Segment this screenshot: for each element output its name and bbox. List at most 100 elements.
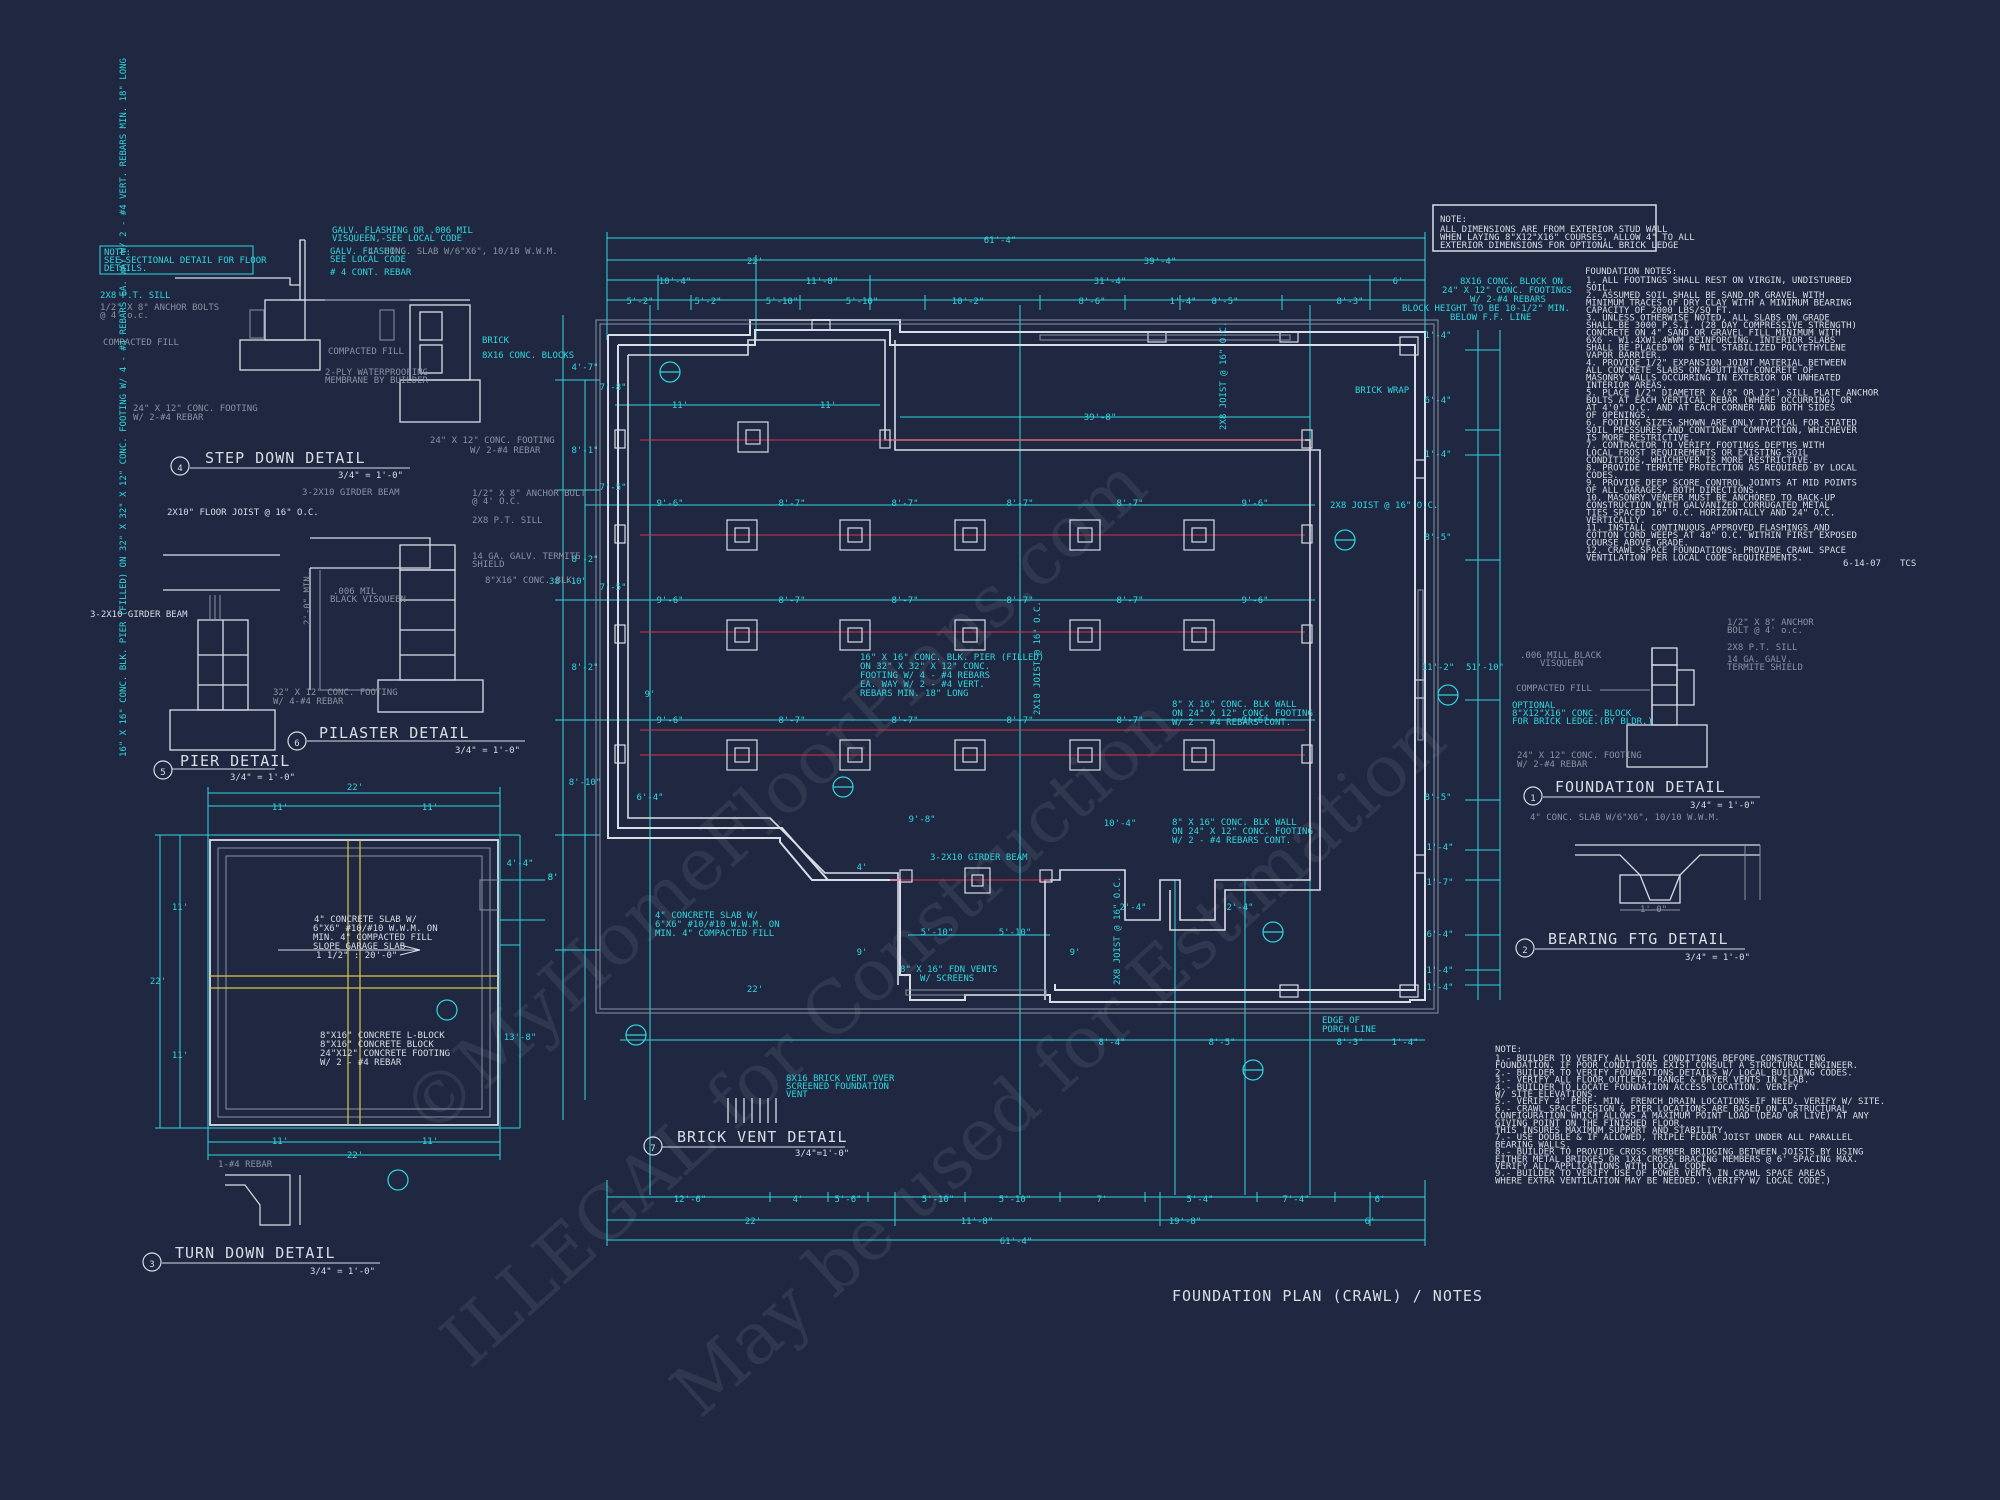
dim-top-4b: 5'-2" [694, 297, 721, 307]
pil-anchor-2: @ 4' O.C. [472, 497, 521, 507]
fd-fill: COMPACTED FILL [1516, 684, 1592, 694]
foundation-note-line: 9. PROVIDE DEEP SCORE CONTROL JOINTS AT … [1586, 479, 1857, 489]
td-num: 3 [149, 1260, 154, 1270]
bottom-note-line: VERIFY ALL APPLICATIONS WITH LOCAL CODE. [1495, 1162, 1712, 1172]
td-slab-2: 6"X6" #10/#10 W.W.M. ON [313, 924, 438, 934]
dim-inner-c: 39'-8" [1084, 413, 1117, 423]
dim-row-3: 8'-7" [891, 499, 918, 509]
sd-scale: 3/4" = 1'-0" [338, 471, 403, 481]
sd-galv2-2: SEE LOCAL CODE [330, 255, 406, 265]
dim-bot-9: 6' [1375, 1195, 1386, 1205]
dim-mid-14: 8'-3" [1336, 1038, 1363, 1048]
note-box-heading: NOTE: [1440, 215, 1467, 225]
fd-anchor-1: 1/2" X 8" ANCHOR [1727, 618, 1814, 628]
dim-mid-5: 2'-4" [1119, 903, 1146, 913]
dim-mid-3: 5'-10" [921, 928, 954, 938]
dim-row-5: 8'-7" [1116, 499, 1143, 509]
dim-left-4: 8'-2" [571, 663, 598, 673]
sd-water-2: MEMBRANE BY BUILDER [325, 376, 429, 386]
dim-bot-2a: 22' [745, 1217, 761, 1227]
dim-inner-b: 11' [820, 401, 836, 411]
block-note-1: 8X16 CONC. BLOCK ON [1460, 277, 1563, 287]
dim-row3-3: 8'-7" [891, 716, 918, 726]
dim-bot-3: 5'-6" [834, 1195, 861, 1205]
sd-title: STEP DOWN DETAIL [205, 449, 366, 467]
dim-right-2: 6'-4" [1424, 396, 1451, 406]
dim-linner-5: 6'-4" [636, 793, 663, 803]
dim-bot-2: 4' [793, 1195, 804, 1205]
td-block-4: W/ 2 - #4 REBAR [320, 1058, 402, 1068]
dim-top-4a: 5'-2" [626, 297, 653, 307]
dim-mid-15: 1'-4" [1391, 1038, 1418, 1048]
bf-slab: 4" CONC. SLAB W/6"X6", 10/10 W.W.M. [1530, 813, 1720, 823]
pil-termite-1: 14 GA. GALV. TERMITE [472, 552, 580, 562]
dim-top-3d: 6' [1393, 277, 1404, 287]
plan-annotations: 8X16 CONC. BLOCK ON 24" X 12" CONC. FOOT… [655, 277, 1572, 1035]
dim-mid-7: 8' [548, 873, 559, 883]
pier-note-2: ON 32" X 32" X 12" CONC. [860, 662, 990, 672]
step-down-detail: NOTE: SEE SECTIONAL DETAIL FOR FLOOR DET… [99, 226, 574, 481]
dim-right-11: 1'-4" [1426, 983, 1453, 993]
td-dim-left-b: 11' [172, 1051, 188, 1061]
td-dim-bot-l: 11' [272, 1137, 288, 1147]
dim-right-4: 8'-5" [1424, 533, 1451, 543]
sd-slab: 4" CONC. SLAB W/6"X6", 10/10 W.W.M. [368, 247, 558, 257]
slab-note-2: 6"X6" #10/#10 W.W.M. ON [655, 920, 780, 930]
fd-num: 1 [1530, 794, 1535, 804]
dim-left-2: 8'-1" [571, 446, 598, 456]
pil-visqueen-1: .006 MIL [333, 587, 376, 597]
pier-joist: 2X10" FLOOR JOIST @ 16" O.C. [167, 508, 319, 518]
dim-top-3b: 11'-8" [806, 277, 839, 287]
dim-top-4e: 10'-2" [952, 297, 985, 307]
foundation-plan: 61'-4" 22' 39'-4" 10'-4" 11'-8" 31'-4" 6… [548, 232, 1572, 1247]
foundation-note-line: 2. ASSUMED SOIL SHALL BE SAND OR GRAVEL … [1586, 291, 1824, 301]
bf-scale: 3/4" = 1'-0" [1685, 953, 1750, 963]
dim-top-4c: 5'-10" [766, 297, 799, 307]
dim-row2-2: 8'-7" [778, 596, 805, 606]
td-title: TURN DOWN DETAIL [175, 1244, 336, 1262]
vents-note-1: 8" X 16" FDN VENTS [900, 965, 998, 975]
dim-mid-4: 5'-10" [999, 928, 1032, 938]
dim-row3-6: 9'-6" [1241, 716, 1268, 726]
foundation-note-line: ALL CONCRETE SLABS ON ABUTTING CONCRETE … [1586, 366, 1814, 376]
sd-galv1-1: GALV. FLASHING OR .006 MIL [332, 226, 473, 236]
sd-footing2-2: W/ 2-#4 REBAR [470, 446, 541, 456]
foundation-note-line: OF OPENINGS. [1586, 411, 1651, 421]
foundation-note-line: 11. INSTALL CONTINUOUS APPROVED FLASHING… [1586, 524, 1830, 534]
dim-bot-2b: 11'-8" [961, 1217, 994, 1227]
pier-detail: 2X10" FLOOR JOIST @ 16" O.C. 3-2X10 GIRD… [90, 58, 319, 783]
fd-title: FOUNDATION DETAIL [1555, 778, 1726, 796]
slab-note-1: 4" CONCRETE SLAB W/ [655, 911, 758, 921]
pil-footing-2: W/ 4-#4 REBAR [273, 697, 344, 707]
pil-visqueen-2: BLACK VISQUEEN [330, 595, 406, 605]
girder-label: 3-2X10 GIRDER BEAM [930, 853, 1028, 863]
td-scale: 3/4" = 1'-0" [310, 1267, 375, 1277]
dim-left-1: 4'-7" [571, 363, 598, 373]
fd-termite-2: TERMITE SHIELD [1727, 663, 1803, 673]
dim-top-3a: 10'-4" [659, 277, 692, 287]
foundation-note-line: INTERIOR AREAS. [1586, 381, 1667, 391]
sd-footing1-1: 24" X 12" CONC. FOOTING [133, 404, 258, 414]
dim-top-4f: 8'-6" [1078, 297, 1105, 307]
bottom-note-line: CONFIGURATION WHICH ALLOWS A MAXIMUM POI… [1495, 1112, 1869, 1122]
sd-footing2-1: 24" X 12" CONC. FOOTING [430, 436, 555, 446]
foundation-note-line: SHALL BE PLACED ON 6 MIL STABILIZED POLY… [1586, 344, 1846, 354]
note-box: NOTE: ALL DIMENSIONS ARE FROM EXTERIOR S… [1432, 204, 1695, 252]
dim-top-4h: 8'-5" [1211, 297, 1238, 307]
bottom-note-line: WHERE EXTRA VENTILATION MAY BE NEEDED. (… [1495, 1176, 1831, 1186]
pier-note-1: 16" X 16" CONC. BLK. PIER (FILLED) [860, 653, 1044, 663]
td-block-3: 24"X12" CONCRETE FOOTING [320, 1049, 450, 1059]
dim-row-1: 9'-6" [656, 499, 683, 509]
foundation-note-line: 8. PROVIDE TERMITE PROTECTION AS REQUIRE… [1586, 464, 1857, 474]
note-box-line-1: ALL DIMENSIONS ARE FROM EXTERIOR STUD WA… [1440, 225, 1668, 235]
dim-right-6: 8'-5" [1424, 793, 1451, 803]
dim-mid-13: 8'-5" [1208, 1038, 1235, 1048]
bearing-ftg-detail: 4" CONC. SLAB W/6"X6", 10/10 W.W.M. 1'-0… [1515, 813, 1761, 963]
dim-top-2a: 22' [747, 257, 763, 267]
pil-girder: 3-2X10 GIRDER BEAM [302, 488, 400, 498]
pier-num: 5 [160, 768, 165, 778]
bottom-note-line: 9.- BUILDER TO VERIFY USE OF POWER VENTS… [1495, 1169, 1826, 1179]
dim-right-1: 1'-4" [1424, 331, 1451, 341]
foundation-note-line: CONDITIONS, WHICHEVER IS MORE RESTRICTIV… [1586, 456, 1814, 466]
dim-right-10: 1'-4" [1426, 966, 1453, 976]
